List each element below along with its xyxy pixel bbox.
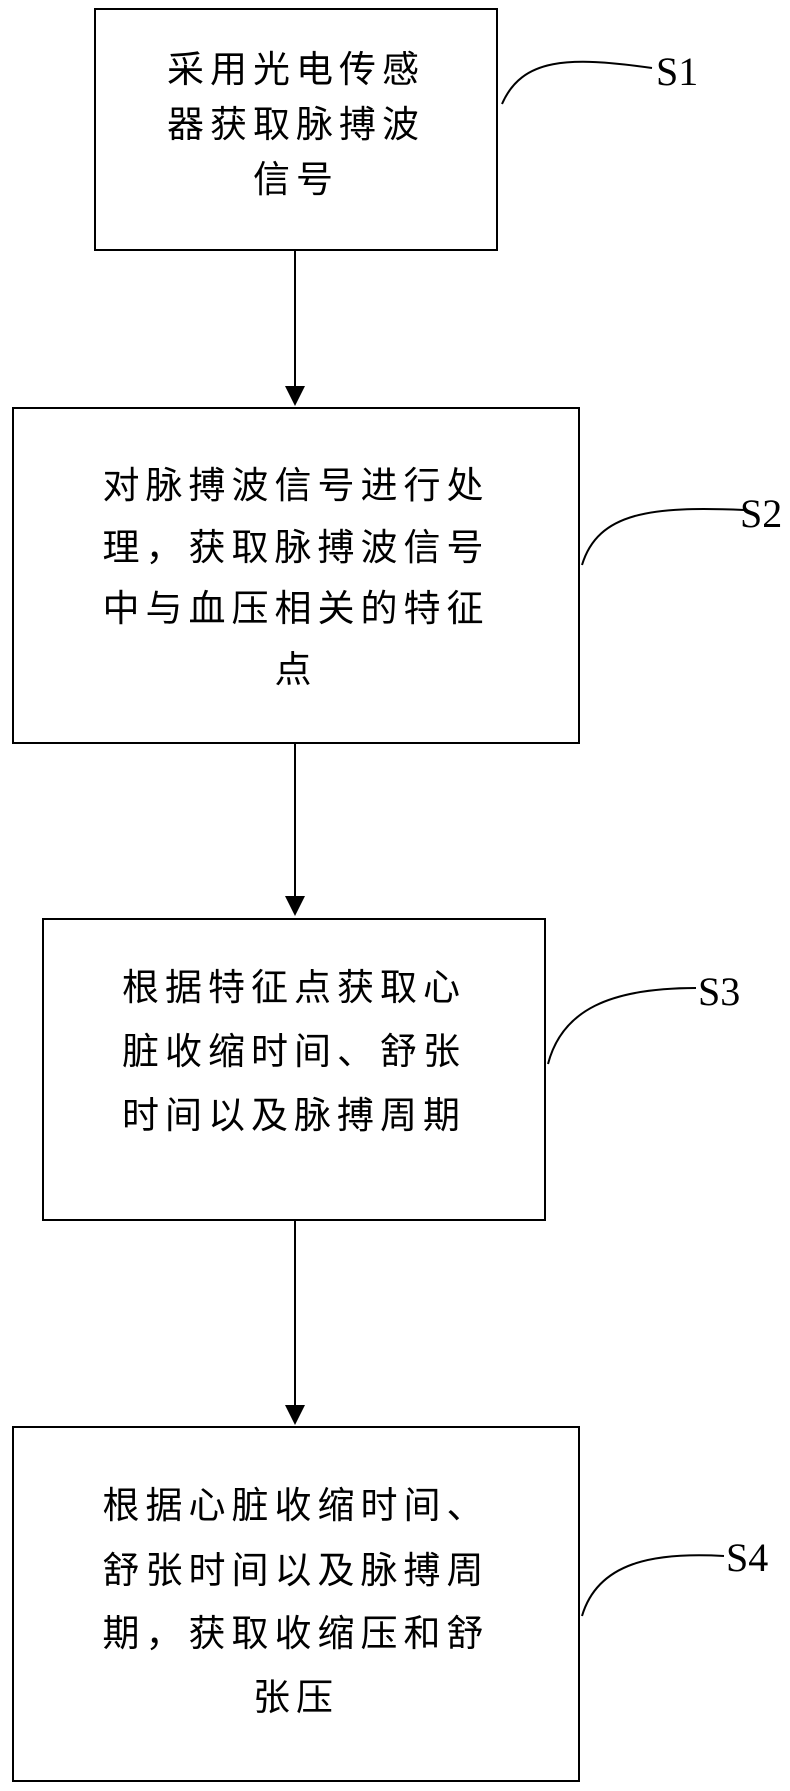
- step-s4-line: 期，获取收缩压和舒: [14, 1606, 578, 1661]
- step-s4-box: 根据心脏收缩时间、 舒张时间以及脉搏周 期，获取收缩压和舒 张压: [12, 1426, 580, 1782]
- step-s1-line: 采用光电传感: [96, 42, 496, 97]
- step-s3-line: 时间以及脉搏周期: [44, 1088, 544, 1143]
- step-s2-line: 对脉搏波信号进行处: [14, 458, 578, 513]
- step-s1-line: 器获取脉搏波: [96, 97, 496, 152]
- flow-arrow-s1-s2: [285, 250, 305, 406]
- step-s3-line: 根据特征点获取心: [44, 960, 544, 1015]
- step-s4-line: 张压: [14, 1670, 578, 1725]
- step-s2-line: 理，获取脉搏波信号: [14, 520, 578, 575]
- step-s4-label: S4: [726, 1534, 768, 1582]
- step-s2-label: S2: [740, 490, 782, 538]
- step-s1-box: 采用光电传感 器获取脉搏波 信号: [94, 8, 498, 251]
- step-s3-box: 根据特征点获取心 脏收缩时间、舒张 时间以及脉搏周期: [42, 918, 546, 1221]
- step-s1-line: 信号: [96, 152, 496, 207]
- leader-line-s1: [502, 62, 652, 104]
- flow-arrow-s3-s4: [285, 1220, 305, 1425]
- step-s2-line: 中与血压相关的特征: [14, 581, 578, 636]
- leader-line-s2: [582, 509, 744, 565]
- step-s4-line: 根据心脏收缩时间、: [14, 1478, 578, 1533]
- leader-line-s4: [582, 1555, 724, 1616]
- step-s3-line: 脏收缩时间、舒张: [44, 1024, 544, 1079]
- step-s2-line: 点: [14, 642, 578, 697]
- flow-arrow-s2-s3: [285, 743, 305, 916]
- step-s4-line: 舒张时间以及脉搏周: [14, 1543, 578, 1598]
- step-s1-label: S1: [656, 48, 698, 96]
- leader-line-s3: [548, 988, 696, 1064]
- step-s3-label: S3: [698, 968, 740, 1016]
- step-s2-box: 对脉搏波信号进行处 理，获取脉搏波信号 中与血压相关的特征 点: [12, 407, 580, 744]
